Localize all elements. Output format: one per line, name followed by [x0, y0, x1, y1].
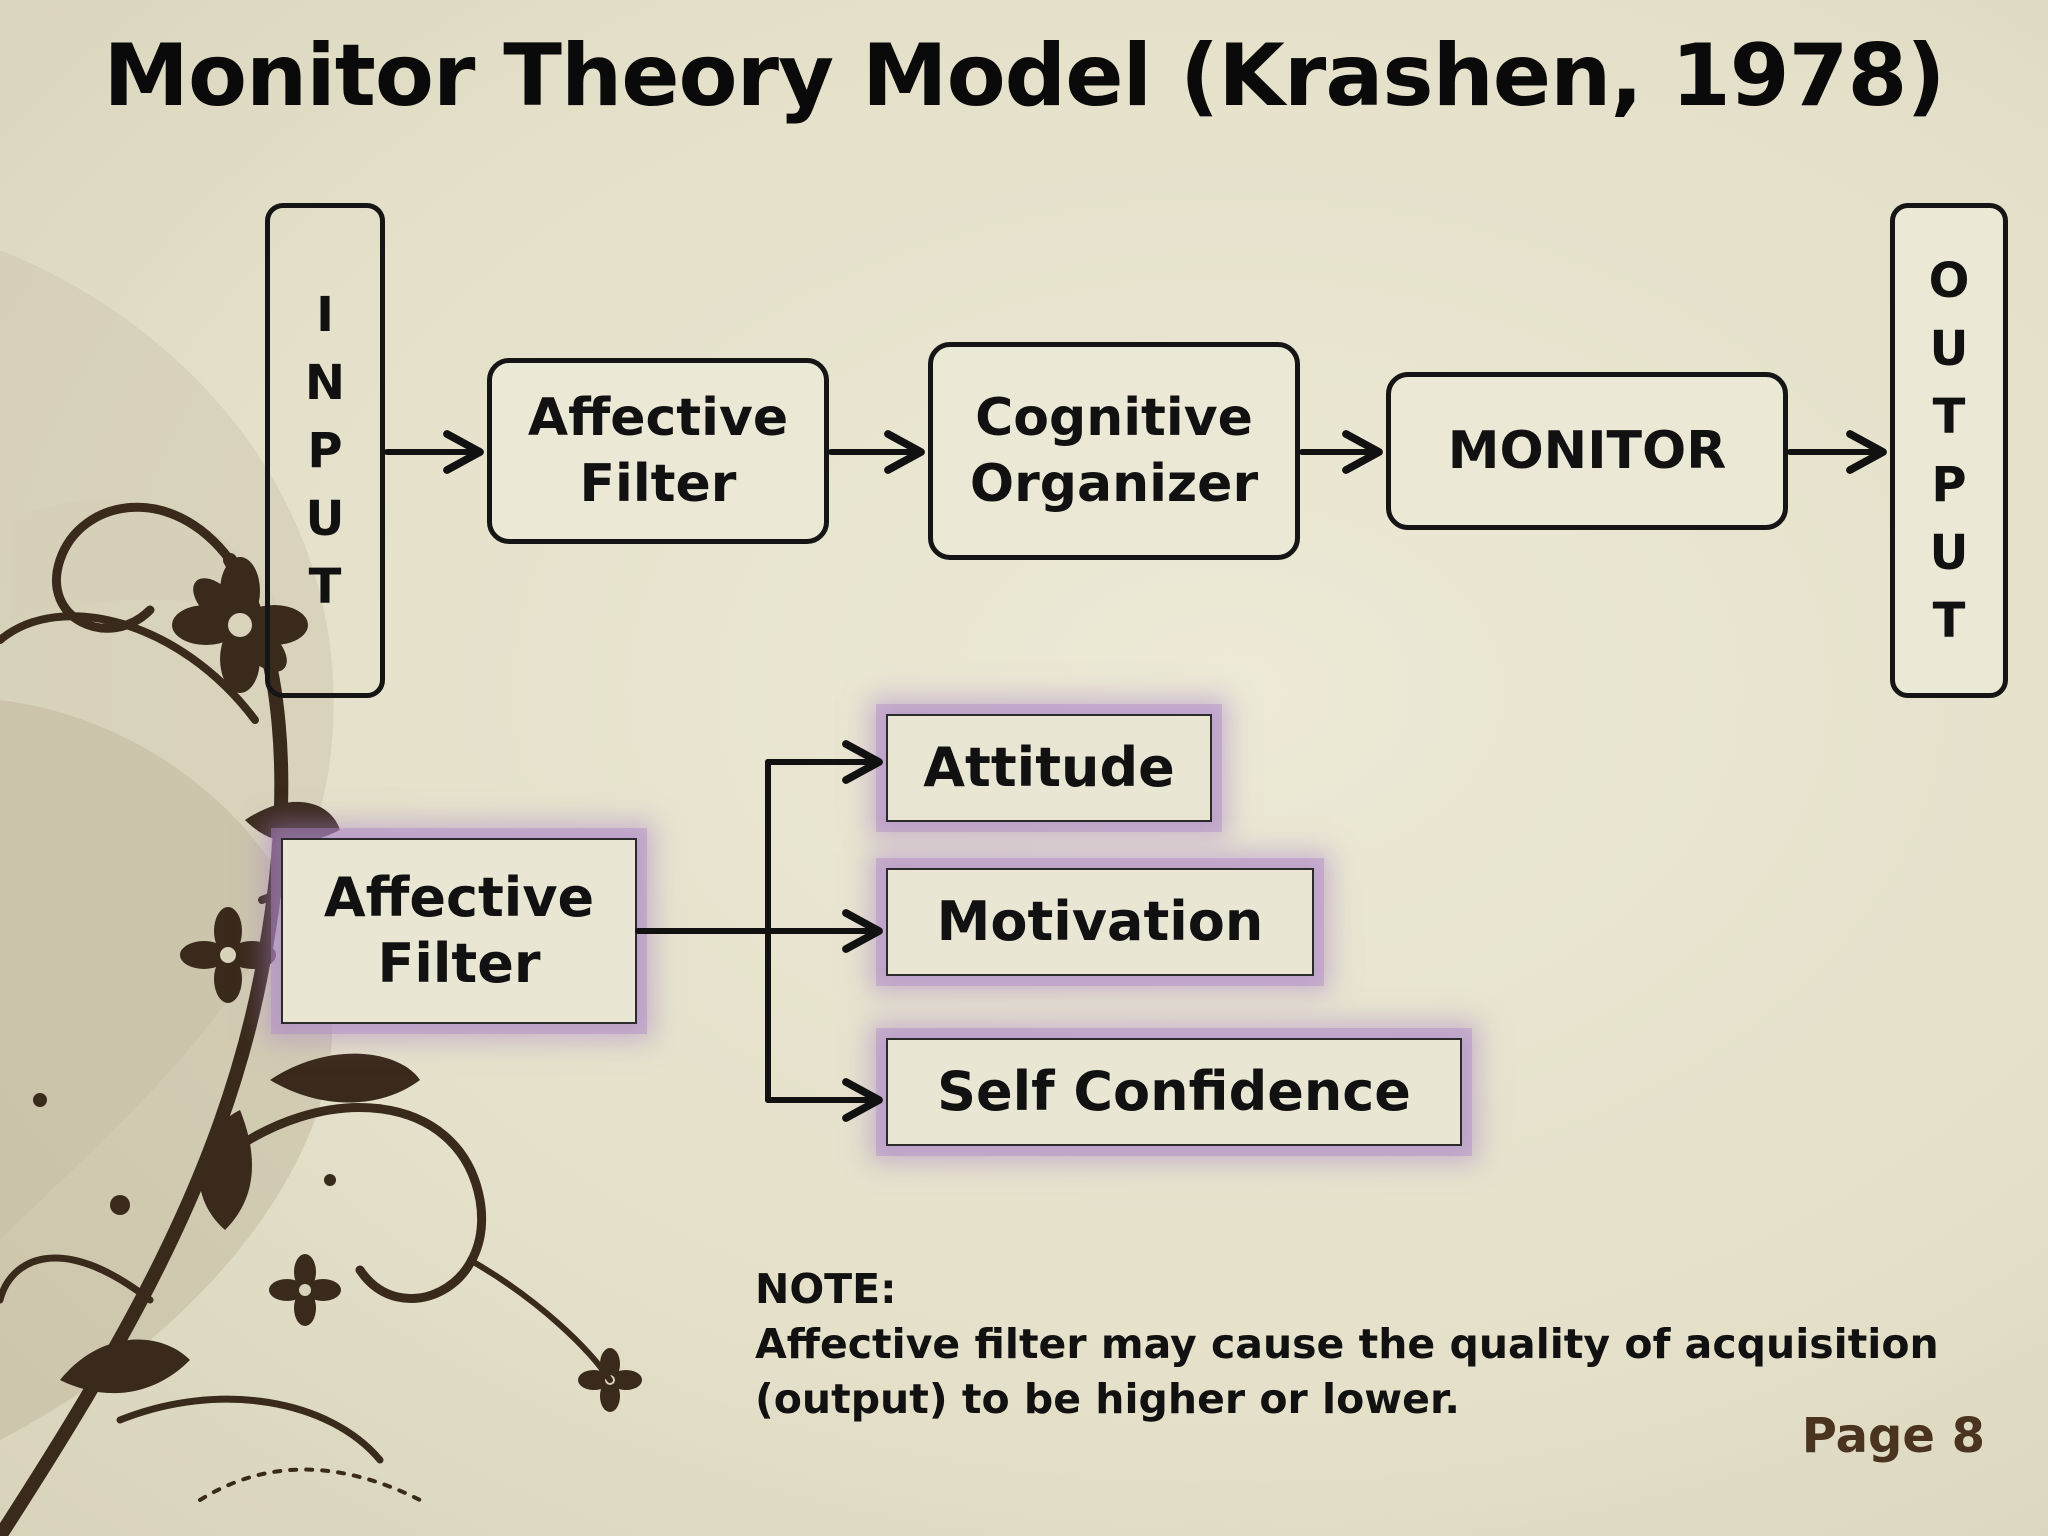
factor-attitude-label: Attitude	[923, 736, 1175, 799]
factor-motivation-box: Motivation	[886, 868, 1314, 976]
note-line-2: (output) to be higher or lower.	[755, 1375, 1460, 1423]
input-letter: U	[305, 490, 345, 547]
factor-self-confidence-label: Self Confidence	[937, 1060, 1411, 1123]
input-letter: N	[304, 354, 346, 411]
input-letter: I	[316, 286, 334, 343]
note-block: NOTE: Affective filter may cause the qua…	[755, 1262, 1975, 1427]
monitor-box: MONITOR	[1386, 372, 1788, 530]
affective-filter-source-box: Affective Filter	[281, 838, 637, 1024]
input-letter: P	[307, 422, 343, 479]
output-letter: O	[1928, 252, 1970, 309]
page-number: Page 8	[1801, 1408, 1985, 1464]
output-letter: P	[1931, 456, 1967, 513]
output-letter: U	[1929, 524, 1969, 581]
page-title: Monitor Theory Model (Krashen, 1978)	[103, 26, 1945, 126]
cognitive-organizer-box: Cognitive Organizer	[928, 342, 1300, 560]
input-letter: T	[308, 558, 342, 615]
output-letter: T	[1932, 592, 1966, 649]
affective-filter-box: Affective Filter	[487, 358, 829, 544]
output-letter: U	[1929, 320, 1969, 377]
output-letter: T	[1932, 388, 1966, 445]
factor-motivation-label: Motivation	[936, 890, 1264, 953]
factor-attitude-box: Attitude	[886, 714, 1212, 822]
factor-self-confidence-box: Self Confidence	[886, 1038, 1462, 1146]
affective-filter-source-label: Affective Filter	[323, 866, 595, 995]
note-line-1: Affective filter may cause the quality o…	[755, 1320, 1939, 1368]
note-heading: NOTE:	[755, 1265, 897, 1313]
